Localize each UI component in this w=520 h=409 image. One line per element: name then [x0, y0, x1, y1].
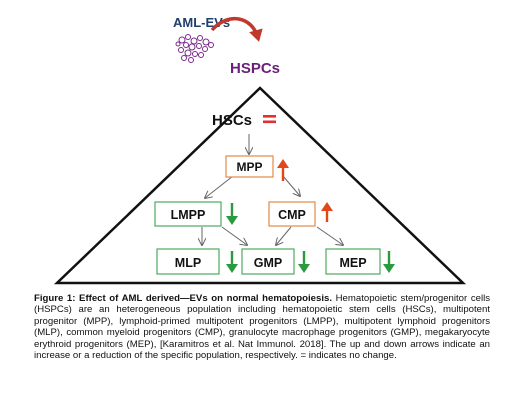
mlp-box [156, 248, 220, 275]
up-arrow-icon [321, 202, 333, 222]
hierarchy-triangle [53, 86, 467, 285]
extracellular-vesicles-icon [175, 34, 214, 63]
down-arrow-icon [226, 203, 238, 225]
equal-sign-icon [263, 115, 276, 124]
hematopoiesis-diagram: AML-EVs HSPCs HSCs = MPP LMPP [53, 15, 467, 285]
mep-label: MEP [339, 256, 366, 270]
down-arrow-icon [383, 251, 395, 273]
cmp-label: CMP [278, 208, 306, 222]
cmp-box [268, 201, 316, 227]
caption-title: Figure 1: Effect of AML derived—EVs on n… [34, 293, 333, 304]
hspcs-label: HSPCs [230, 60, 280, 77]
caption-body: Hematopoietic stem/progenitor cells (HSP… [34, 293, 491, 362]
mep-box [325, 248, 381, 275]
down-arrow-icon [226, 251, 238, 273]
down-arrow-icon [298, 251, 310, 273]
lmpp-box [154, 201, 222, 227]
hscs-label: HSCs [212, 112, 252, 129]
mlp-label: MLP [175, 256, 201, 270]
gmp-label: GMP [254, 256, 282, 270]
gmp-box [241, 248, 295, 275]
lmpp-label: LMPP [171, 208, 206, 222]
mpp-label: MPP [236, 160, 262, 174]
mpp-box [225, 155, 274, 178]
curved-arrow-icon [210, 16, 263, 42]
up-arrow-icon [277, 159, 289, 181]
figure-caption: Figure 1: Effect of AML derived—EVs on n… [34, 293, 490, 361]
lineage-connectors [202, 134, 343, 245]
